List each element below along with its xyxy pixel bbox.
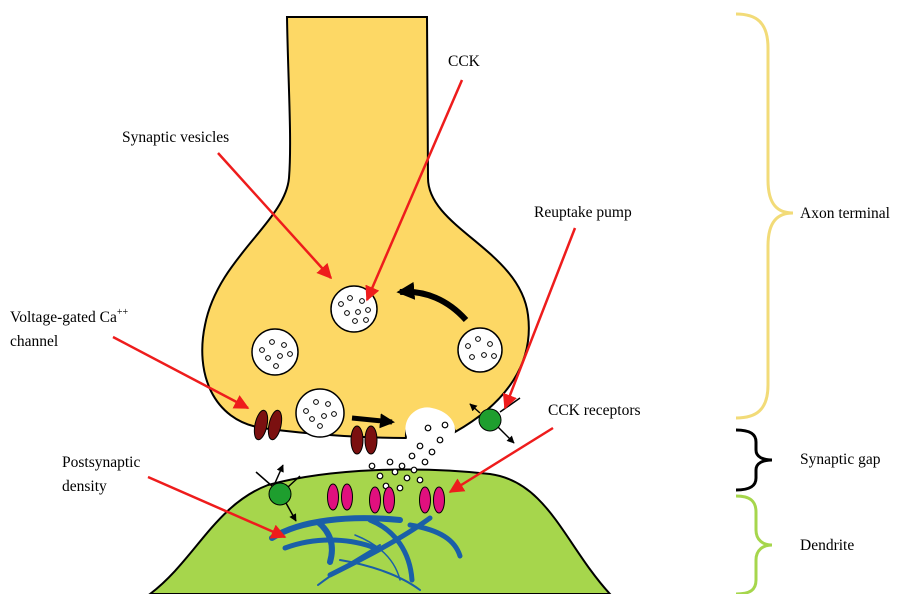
label-voltage-gated-line1: Voltage-gated Ca [10,309,117,326]
synaptic-vesicle [296,389,344,437]
synaptic-vesicle [458,328,502,372]
label-dendrite: Dendrite [800,537,854,554]
dendrite-shape [150,469,610,594]
label-synaptic-vesicles: Synaptic vesicles [122,129,229,146]
label-reuptake-pump: Reuptake pump [534,204,632,221]
label-density: density [62,478,107,495]
label-postsynaptic: Postsynaptic [62,454,140,471]
label-cck: CCK [448,53,481,70]
cck-receptor-group [328,484,445,513]
label-axon-terminal: Axon terminal [800,205,890,222]
brace-dendrite [736,496,772,594]
synaptic-vesicle [252,329,298,375]
label-cck-receptors: CCK receptors [548,402,641,419]
label-channel: channel [10,333,58,350]
label-synaptic-gap: Synaptic gap [800,451,881,468]
axon-terminal-shape [202,17,529,438]
label-voltage-gated-ca-channel: Voltage-gated Ca++ [10,307,129,326]
brace-synaptic-gap [736,430,772,490]
brace-axon-terminal [736,14,793,418]
label-voltage-gated-sup: ++ [117,307,129,318]
